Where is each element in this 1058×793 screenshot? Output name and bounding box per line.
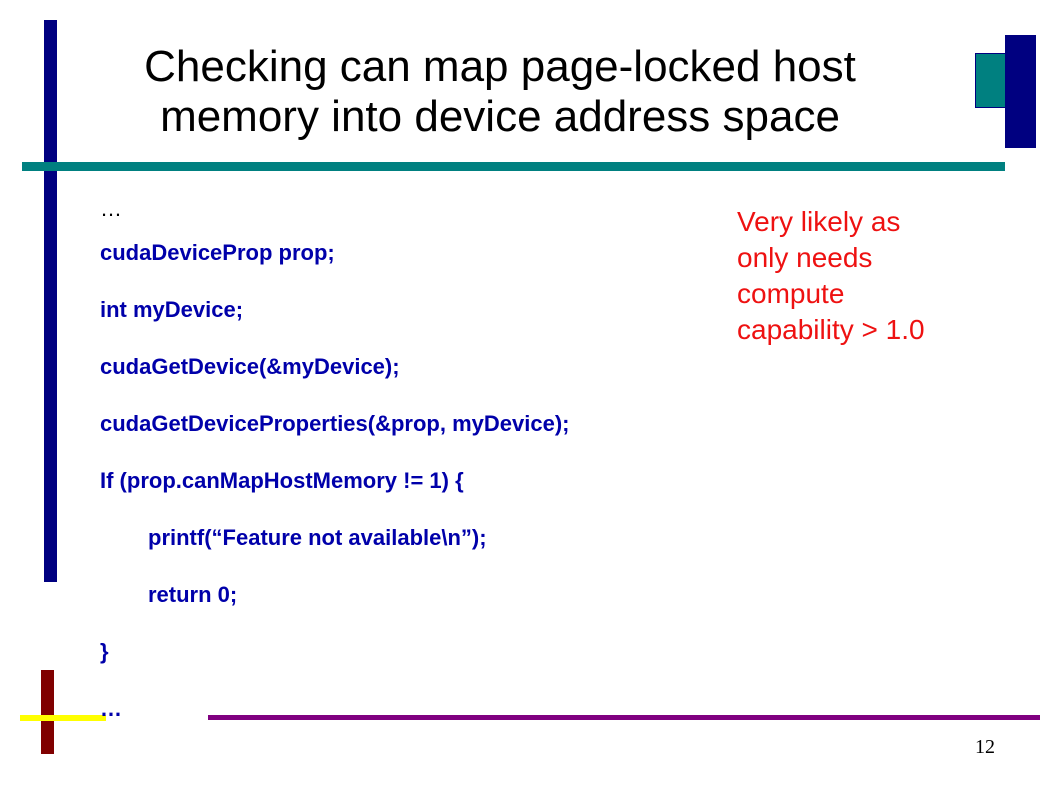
page-number: 12: [975, 736, 995, 758]
corner-navy-bar: [1005, 35, 1036, 148]
side-note: Very likely as only needs compute capabi…: [737, 204, 1027, 348]
code-line-ellipsis-bottom: …: [100, 696, 122, 721]
bottom-left-red-bar: [41, 670, 54, 754]
side-note-line: only needs: [737, 242, 873, 273]
slide-title: Checking can map page-locked host memory…: [60, 42, 940, 142]
code-line: cudaDeviceProp prop;: [100, 240, 335, 265]
code-line: printf(“Feature not available\n”);: [148, 525, 487, 550]
left-vertical-bar: [44, 20, 57, 582]
side-note-line: Very likely as: [737, 206, 901, 237]
code-line: int myDevice;: [100, 297, 244, 322]
code-line: }: [100, 639, 109, 664]
code-line-ellipsis-top: …: [100, 196, 122, 221]
slide-title-line-2: memory into device address space: [160, 92, 840, 141]
slide-title-line-1: Checking can map page-locked host: [144, 42, 856, 91]
code-line: cudaGetDevice(&myDevice);: [100, 354, 400, 379]
side-note-line: capability > 1.0: [737, 314, 925, 345]
bottom-left-yellow-bar: [20, 715, 106, 721]
side-note-line: compute: [737, 278, 845, 309]
code-line: return 0;: [148, 582, 238, 607]
title-underline-bar: [22, 162, 1005, 171]
footer-purple-bar: [208, 715, 1040, 720]
code-line: If (prop.canMapHostMemory != 1) {: [100, 468, 464, 493]
code-line: cudaGetDeviceProperties(&prop, myDevice)…: [100, 411, 570, 436]
